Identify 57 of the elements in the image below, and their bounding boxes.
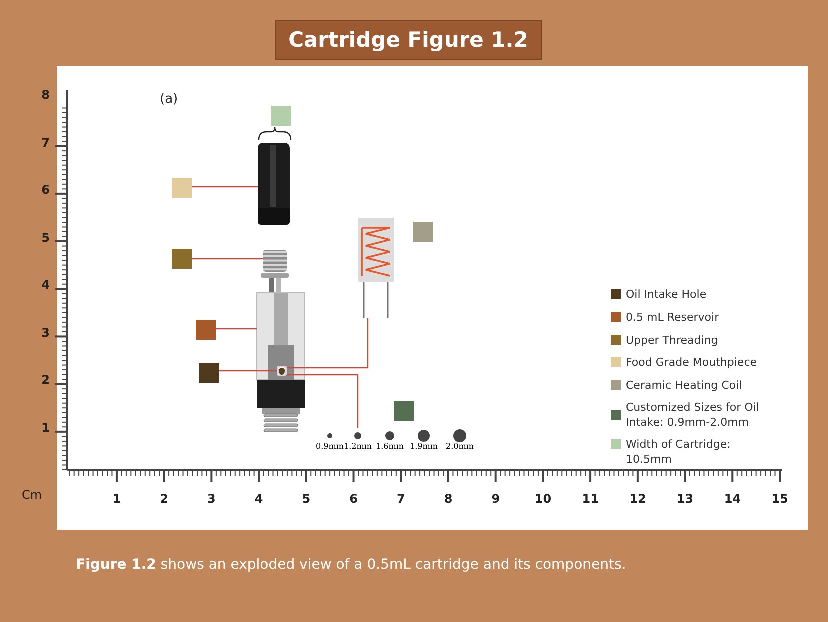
size-label: 1.2mm <box>344 442 372 451</box>
axis-tick-label: 9 <box>490 492 502 506</box>
color-swatch <box>271 106 291 126</box>
leader-line <box>216 328 257 330</box>
color-swatch <box>196 320 216 340</box>
title: Cartridge Figure 1.2 <box>275 20 542 60</box>
legend-label: Ceramic Heating Coil <box>626 378 744 393</box>
color-swatch <box>394 401 414 421</box>
legend-label: Food Grade Mouthpiece <box>626 355 758 370</box>
color-swatch <box>413 222 433 242</box>
axis-tick-label: 2 <box>40 373 50 388</box>
panel-label: (a) <box>160 92 180 107</box>
axis-unit-label: Cm <box>22 488 44 502</box>
size-label: 1.9mm <box>410 442 438 451</box>
leader-line <box>287 374 359 428</box>
leader-line <box>192 258 263 260</box>
axis-tick-label: 8 <box>40 88 50 102</box>
legend-label: Oil Intake Hole <box>626 287 708 302</box>
leader-line <box>219 370 277 372</box>
intake-hole-drawing <box>277 366 287 376</box>
axis-tick-label: 5 <box>40 230 50 245</box>
axis-tick-label: 5 <box>301 492 312 506</box>
axis-tick-label: 6 <box>348 492 359 506</box>
axis-tick-label: 11 <box>581 492 600 506</box>
legend-label: Width of Cartridge: 10.5mm <box>626 437 732 467</box>
size-label: 1.6mm <box>376 442 404 451</box>
caption: Figure 1.2 shows an exploded view of a 0.5mL cartridge and its components. <box>76 557 628 573</box>
axis-tick-label: 2 <box>159 492 170 506</box>
size-label: 0.9mm <box>316 442 344 451</box>
leader-line <box>192 186 258 188</box>
axis-tick-label: 8 <box>443 492 454 506</box>
threading-drawing <box>261 250 289 292</box>
color-swatch <box>172 249 192 269</box>
axis-tick-label: 1 <box>40 421 50 435</box>
legend-label: Customized Sizes for Oil Intake: 0.9mm-2.0mm <box>626 400 760 430</box>
axis-tick-label: 12 <box>628 492 648 506</box>
axis-tick-label: 15 <box>770 492 790 506</box>
color-swatch <box>199 363 219 383</box>
heating-coil-drawing <box>358 218 394 318</box>
axis-tick-label: 4 <box>254 492 264 506</box>
axis-tick-label: 6 <box>40 183 50 198</box>
size-label: 2.0mm <box>446 442 474 451</box>
axis-tick-label: 3 <box>206 492 217 506</box>
legend-label: Upper Threading <box>626 333 720 348</box>
axis-tick-label: 14 <box>723 492 742 506</box>
reservoir-tank-drawing <box>256 292 306 432</box>
axis-tick-label: 7 <box>40 136 50 150</box>
color-swatch <box>172 178 192 198</box>
axis-tick-label: 1 <box>112 492 122 506</box>
axis-tick-label: 3 <box>40 326 50 340</box>
axis-tick-label: 4 <box>40 278 50 292</box>
legend-label: 0.5 mL Reservoir <box>626 310 720 325</box>
axis-tick-label: 7 <box>396 492 406 506</box>
axis-tick-label: 10 <box>534 492 553 506</box>
axis-tick-label: 13 <box>676 492 695 506</box>
mouthpiece-drawing <box>258 143 290 225</box>
leader-line <box>287 318 369 369</box>
